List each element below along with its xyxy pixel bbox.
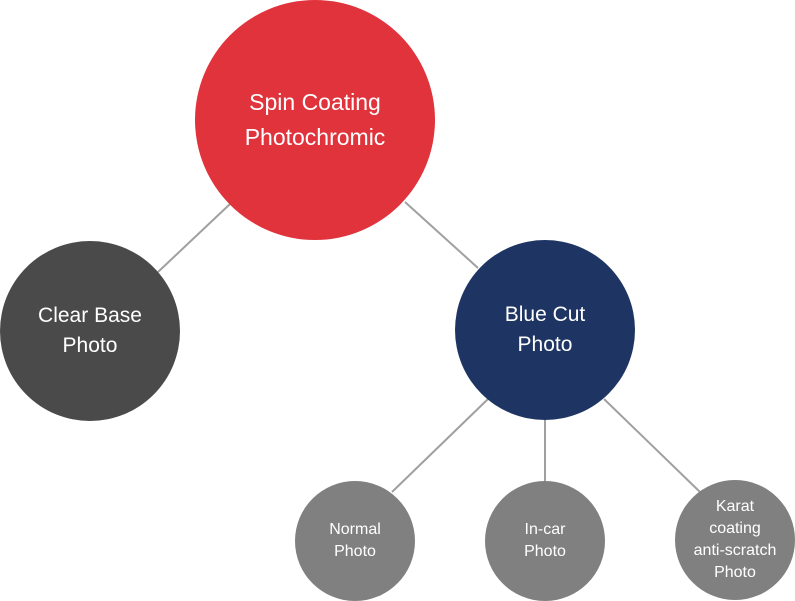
connector-bluecut-normal <box>391 398 489 493</box>
node-label: Spin Coating Photochromic <box>244 89 386 150</box>
node-label: Blue Cut Photo <box>504 303 586 356</box>
node-karat-coating-anti-scratch-photo: Karat coating anti-scratch Photo <box>675 480 795 600</box>
connector-bluecut-karat <box>603 398 701 493</box>
node-spin-coating-photochromic: Spin Coating Photochromic <box>195 0 435 240</box>
node-in-car-photo: In-car Photo <box>485 481 605 601</box>
node-clear-base-photo: Clear Base Photo <box>0 241 180 421</box>
node-label: In-car Photo <box>524 521 566 560</box>
node-normal-photo: Normal Photo <box>295 481 415 601</box>
node-label: Normal Photo <box>329 521 381 560</box>
connector-root-clear <box>157 203 231 273</box>
node-blue-cut-photo: Blue Cut Photo <box>455 240 635 420</box>
connector-root-bluecut <box>404 201 479 269</box>
node-label: Clear Base Photo <box>38 304 142 357</box>
node-label: Karat coating anti-scratch Photo <box>693 498 777 581</box>
